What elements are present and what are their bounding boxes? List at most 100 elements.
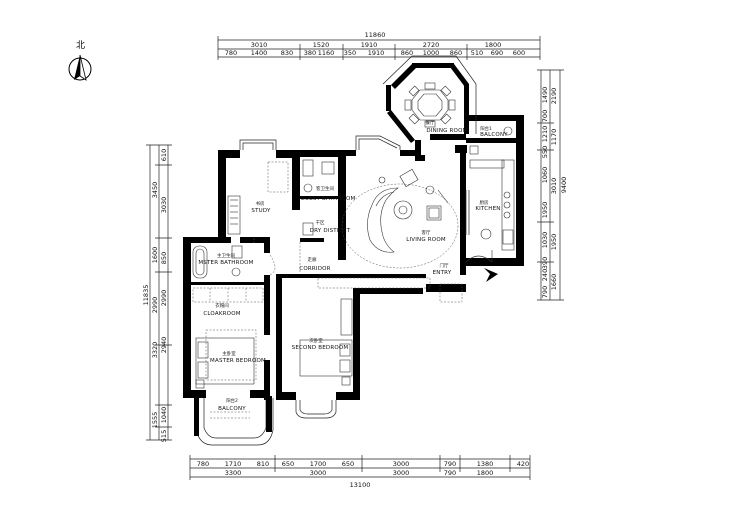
corridor-cabinets-icon [317,277,463,303]
dim-left-detail-1: 3030 [160,197,168,214]
dim-left-detail-4: 2940 [160,337,168,354]
study-desk-icon [227,161,289,235]
dim-left-group-1: 1600 [151,247,159,264]
dim-right-detail-3: 550 [541,146,549,158]
dim-top-detail-3: 380 [304,49,316,57]
right-dimensions: 1490 700 1210 550 1060 1950 1030 390 240… [537,69,568,301]
dim-bottom-detail-1: 1710 [225,460,242,468]
dim-left-detail-0: 610 [160,149,168,161]
room-dry-en: DRY DISTRICT [310,228,351,234]
second-bed-icon [299,298,353,386]
room-master-bed-cn: 主卧室 [222,350,236,357]
room-corridor-en: CORRIDOR [299,266,330,272]
dim-right-detail-8: 240 [541,269,549,281]
room-balcony2-cn: 阳台2 [226,397,238,404]
room-cloak-en: CLOAKROOM [203,311,240,317]
living-window [355,135,401,150]
dim-bottom-detail-6: 3000 [393,460,410,468]
dim-left-detail-5: 1040 [160,407,168,424]
dim-top-detail-4: 1160 [318,49,335,57]
dim-top-group-3: 2720 [423,41,440,49]
compass-label: 北 [76,40,85,51]
left-dimensions: 11835 3450 1600 2990 3320 1555 610 3030 … [142,144,172,442]
dim-right-group-1: 1170 [550,129,558,146]
room-guest-bath-en: GUEST BATHROOM [301,196,356,202]
room-study-en: STUDY [251,208,271,214]
dim-left-detail-6: 515 [160,430,168,442]
north-arrow-icon [68,54,92,81]
dim-right-group-3: 1950 [550,234,558,251]
dim-right-group-0: 2190 [550,88,558,105]
room-master-bath-en: MSTER BATHROOM [198,260,253,266]
dim-top-detail-9: 860 [450,49,462,57]
dim-right-detail-6: 1030 [541,232,549,249]
master-bed-icon [195,329,257,389]
room-entry-cn: 门厅 [440,262,449,269]
dim-bottom-detail-8: 1380 [477,460,494,468]
dim-bottom-detail-5: 650 [342,460,354,468]
study-bay-window [239,139,277,150]
dim-bottom-group-0: 3300 [225,469,242,477]
dim-right-detail-4: 1060 [541,167,549,184]
room-corridor-cn: 走廊 [308,256,317,263]
dim-bottom-group-1: 3000 [310,469,327,477]
dim-top-group-2: 1910 [361,41,378,49]
dim-bottom-detail-0: 780 [197,460,209,468]
balcony-2-walls [194,396,274,446]
dim-bottom-detail-7: 790 [444,460,456,468]
dim-left-group-2: 2990 [151,297,159,314]
dim-left-group-4: 1555 [151,412,159,429]
room-labels: 餐厅 DINING ROOM 阳台1 BALCONY 书房 STUDY 客卫生间… [198,119,508,412]
room-dry-cn: 干区 [316,220,325,226]
dim-right-detail-9: 790 [541,286,549,298]
dim-top-detail-7: 860 [401,49,413,57]
entry-door-icon [465,250,498,282]
room-kitchen-en: KITCHEN [475,206,500,212]
room-dining-en: DINING ROOM [426,128,467,134]
dim-top-detail-6: 1910 [368,49,385,57]
room-kitchen-cn: 厨房 [480,199,489,206]
balcony-laundry-icon [210,411,250,419]
guest-bath-fixtures-icon [302,159,335,236]
kitchen-counter-icon [469,126,515,251]
dim-right-group-2: 3010 [550,178,558,195]
dining-bay-walls [382,55,477,143]
dim-left-group-3: 3320 [151,342,159,359]
room-living-cn: 客厅 [422,229,431,236]
top-dimensions: 11860 3010 1520 1910 2720 1800 780 1400 … [217,31,541,60]
dim-left-detail-2: 850 [160,252,168,264]
room-master-bed-en: MASTER BEDROOM [210,358,266,364]
dim-right-detail-2: 1210 [541,126,549,143]
dim-top-detail-2: 830 [281,49,293,57]
room-balcony1-en: BALCONY [480,132,508,138]
room-balcony1-cn: 阳台1 [480,125,492,132]
dim-right-detail-7: 390 [541,257,549,269]
dim-top-group-0: 3010 [251,41,268,49]
bottom-dimensions: 780 1710 810 650 1700 650 3000 790 1380 … [189,455,531,489]
room-entry-en: ENTRY [433,270,452,276]
dim-right-detail-1: 700 [541,110,549,122]
dim-bottom-group-3: 790 [444,469,456,477]
dim-bottom-group-4: 1800 [477,469,494,477]
dim-top-total: 11860 [365,31,386,39]
dim-bottom-group-2: 3000 [393,469,410,477]
sofa-icon [367,168,449,253]
room-cloak-cn: 衣帽间 [215,302,229,309]
room-guest-bath-cn: 客卫生间 [316,185,334,192]
dim-top-detail-5: 350 [344,49,356,57]
room-second-bed-en: SECOND BEDROOM [292,345,349,351]
dim-right-detail-0: 1490 [541,87,549,104]
room-master-bath-cn: 主卫生间 [217,252,235,259]
second-bedroom-bay [295,400,337,419]
room-dining-cn: 餐厅 [426,119,435,126]
dim-top-detail-12: 600 [513,49,525,57]
dim-bottom-detail-4: 1700 [310,460,327,468]
dim-bottom-total: 13100 [350,481,371,489]
dim-left-group-0: 3450 [151,182,159,199]
wardrobe-icon [192,287,264,303]
dim-bottom-detail-2: 810 [257,460,269,468]
dim-right-group-4: 1660 [550,274,558,291]
walls [183,63,524,400]
dim-top-detail-8: 1000 [423,49,440,57]
room-second-bed-cn: 次卧室 [309,337,323,344]
